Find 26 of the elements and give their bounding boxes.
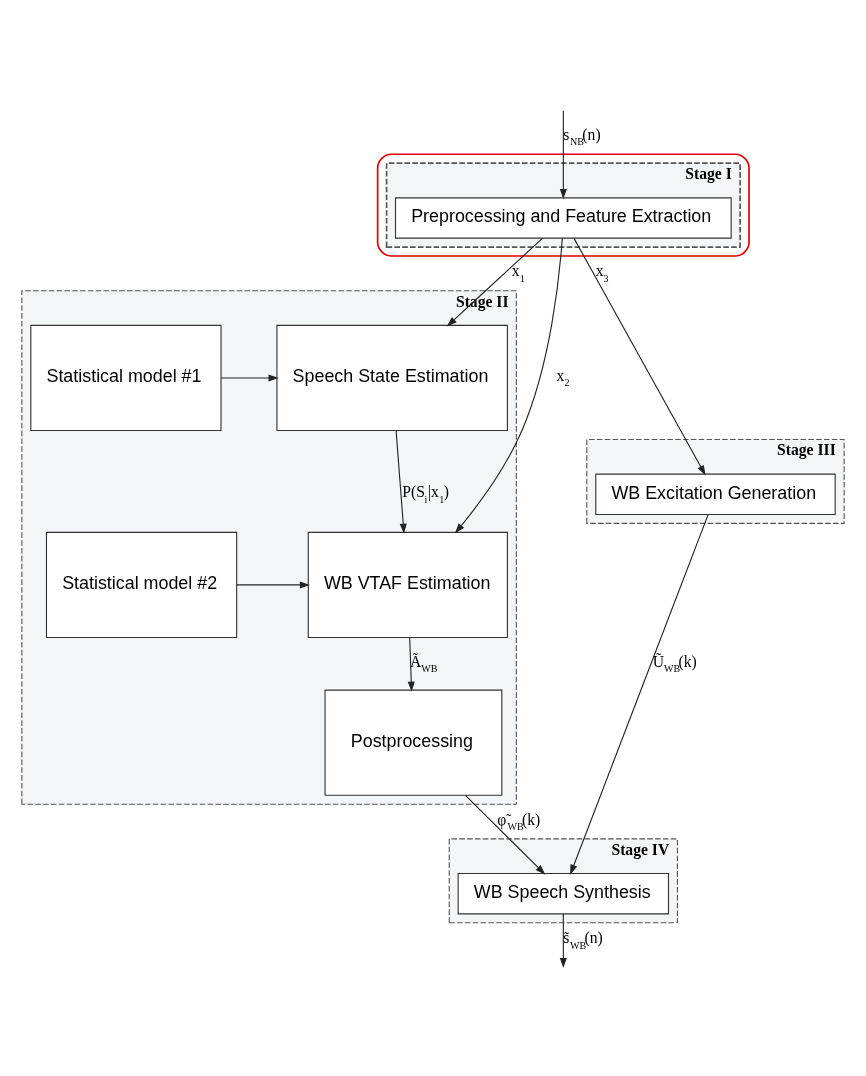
edge-label: φ̃$_{WB}$(k): [497, 810, 541, 832]
arrow: [236, 580, 310, 588]
edge-label: s$_{NB}$(n): [563, 125, 601, 147]
node-box: WB Excitation Generation: [595, 473, 836, 515]
edge-label: Ũ$_{WB}$(k): [652, 652, 697, 674]
edge-label: x$_{3}$: [595, 261, 609, 284]
edge-label: s̃$_{WB}$(n): [563, 928, 603, 951]
edge-label: x$_{1}$: [511, 261, 525, 284]
arrow: [464, 794, 546, 875]
node-box: WB VTAF Estimation: [307, 531, 508, 638]
edge-label: x$_{2}$: [556, 366, 570, 388]
arrow: [395, 429, 407, 534]
arrow: [220, 373, 279, 381]
arrow: [559, 109, 567, 199]
node-box: Speech State Estimation: [276, 324, 508, 431]
node-box: Statistical model #2: [45, 531, 238, 638]
arrow: [407, 636, 415, 692]
node-box: WB Speech Synthesis: [457, 872, 670, 914]
node-box: Postprocessing: [324, 689, 503, 796]
arrow: [573, 237, 706, 475]
arrow: [446, 237, 544, 326]
node-box: Statistical model #1: [30, 324, 222, 431]
cluster: [376, 152, 750, 257]
arrow: [455, 237, 563, 533]
edge-label: P(S$_{i}$|x$_{1}$): [402, 482, 449, 505]
node-box: Preprocessing and Feature Extraction: [394, 196, 732, 239]
